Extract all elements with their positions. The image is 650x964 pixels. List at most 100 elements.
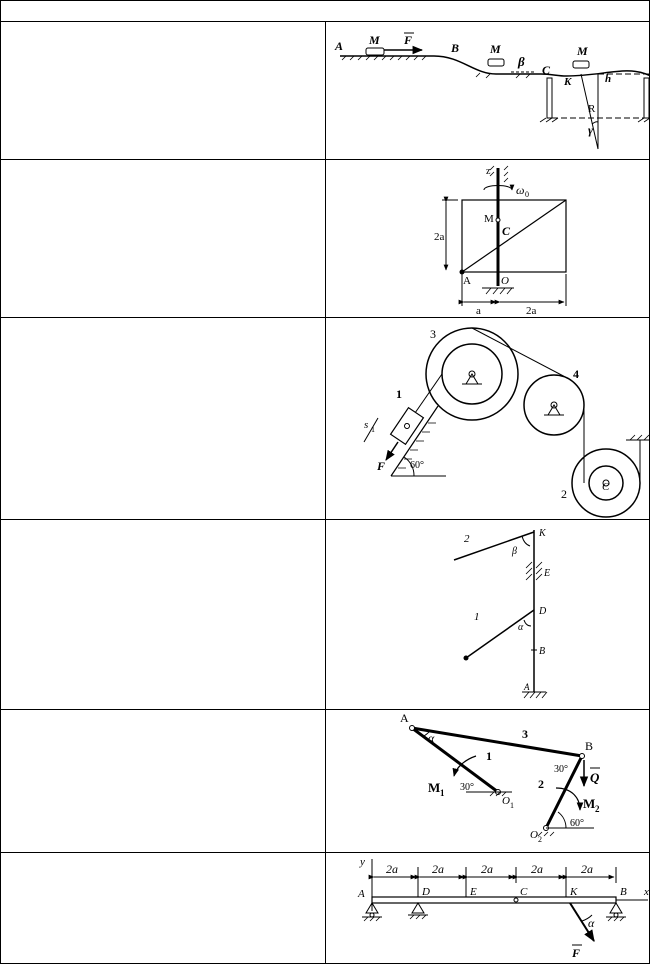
label-2: 2: [464, 533, 470, 545]
label-A: A: [523, 682, 530, 692]
label-M1-sub: 1: [440, 788, 445, 798]
angle-60-arc: [558, 812, 566, 828]
header-cell: [1, 1, 650, 22]
row-6-text: [1, 853, 326, 964]
label-2: 2: [538, 777, 544, 791]
rotating-plate-diagram: z ω 0 M C 2a A O: [326, 160, 650, 317]
label-M-1: M: [368, 33, 380, 47]
pulley-system-diagram: 3 4 C 2: [326, 318, 650, 519]
label-1: 1: [396, 387, 402, 401]
base-hatching: [524, 692, 547, 698]
label-B: B: [450, 41, 459, 55]
label-D: D: [538, 606, 547, 617]
label-alpha: α: [588, 916, 595, 930]
label-omega: ω: [516, 183, 524, 197]
row-5-diagram-cell: A α 3 B 1 M 1 30° O 1 30° Q 2 M: [325, 710, 650, 853]
label-dim-3: 2a: [481, 862, 493, 876]
label-E: E: [469, 886, 477, 898]
car-2-icon: [488, 59, 504, 66]
header-row: [1, 1, 650, 22]
label-K: K: [563, 76, 572, 88]
ground-hatching: [486, 288, 512, 294]
label-D: D: [421, 886, 430, 898]
label-s-sub: 1: [371, 425, 375, 434]
label-beta: β: [517, 54, 525, 69]
label-M-2: M: [489, 42, 501, 56]
label-gamma: γ: [588, 123, 593, 137]
label-2: 2: [561, 487, 567, 501]
row-1-diagram-cell: A M F B M β C M K: [325, 22, 650, 160]
label-x: x: [643, 886, 649, 898]
label-alpha: α: [428, 731, 435, 745]
beam: [372, 897, 616, 903]
row-4-text: [1, 520, 326, 710]
label-M: M: [484, 213, 494, 225]
link-3: [412, 728, 582, 756]
alpha-arc: [524, 620, 531, 626]
label-dim-2a-v: 2a: [434, 231, 445, 243]
label-O2: O: [530, 829, 538, 841]
label-3: 3: [522, 727, 528, 741]
label-A: A: [334, 39, 343, 53]
label-s: s: [364, 419, 368, 431]
label-4: 4: [573, 367, 579, 381]
joint-A: [409, 726, 414, 731]
row-4-diagram-cell: 2 K β E 1 D α B A: [325, 520, 650, 710]
row-5: A α 3 B 1 M 1 30° O 1 30° Q 2 M: [1, 710, 650, 853]
label-C: C: [542, 63, 551, 77]
point-M: [496, 218, 500, 222]
row-1-text: [1, 22, 326, 160]
label-K: K: [538, 528, 547, 539]
block-1: [390, 408, 423, 445]
label-O1-sub: 1: [510, 801, 514, 810]
label-1: 1: [474, 611, 480, 623]
label-dim-4: 2a: [531, 862, 543, 876]
label-O1: O: [502, 795, 510, 807]
row-3-text: [1, 318, 326, 520]
row-3: 3 4 C 2: [1, 318, 650, 520]
label-A: A: [400, 711, 409, 725]
label-R: R: [588, 103, 596, 115]
label-h: h: [605, 73, 611, 85]
label-dim-2: 2a: [432, 862, 444, 876]
rope-3-to-4: [472, 328, 571, 380]
label-M-3: M: [576, 44, 588, 58]
label-O2-sub: 2: [538, 835, 542, 844]
label-dim-2a-h: 2a: [526, 305, 537, 317]
label-60deg: 60°: [570, 818, 584, 829]
ground-hatching: [540, 118, 650, 122]
label-dim-5: 2a: [581, 862, 593, 876]
pillar-D: [644, 78, 649, 118]
label-E: E: [543, 568, 550, 579]
label-C: C: [502, 224, 511, 238]
row-2: z ω 0 M C 2a A O: [1, 160, 650, 318]
label-K: K: [569, 886, 578, 898]
label-1: 1: [486, 749, 492, 763]
label-A: A: [357, 888, 365, 900]
label-omega-sub: 0: [525, 190, 529, 199]
row-5-text: [1, 710, 326, 853]
car-1-icon: [366, 48, 384, 55]
row-6-diagram-cell: y 2a 2a 2a: [325, 853, 650, 964]
label-M2-sub: 2: [595, 804, 600, 814]
label-B: B: [539, 646, 545, 657]
label-O: O: [501, 275, 509, 287]
label-A: A: [463, 275, 471, 287]
car-3-icon: [573, 61, 589, 68]
road-diagram: A M F B M β C M K: [326, 22, 650, 159]
label-y: y: [359, 856, 365, 868]
row-4: 2 K β E 1 D α B A: [1, 520, 650, 710]
span-ticks: [372, 867, 616, 883]
label-M1: M: [428, 780, 440, 795]
support-D: [408, 903, 428, 919]
road-profile: [340, 56, 650, 82]
label-30deg-b: 30°: [554, 764, 568, 775]
label-dim-1: 2a: [386, 862, 398, 876]
row-2-diagram-cell: z ω 0 M C 2a A O: [325, 160, 650, 318]
label-beta: β: [511, 546, 517, 557]
plate-diagonal: [462, 200, 566, 272]
joint-B: [579, 754, 584, 759]
row-6: y 2a 2a 2a: [1, 853, 650, 964]
beam-diagram: y 2a 2a 2a: [326, 853, 650, 963]
